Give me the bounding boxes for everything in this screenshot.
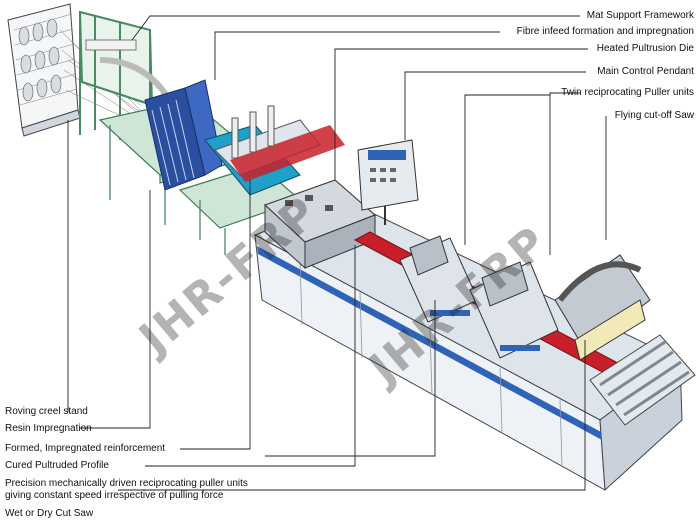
twin-puller-units: [399, 235, 559, 359]
roving-creel-stand: [7, 3, 141, 137]
label-heated-die: Heated Pultrusion Die: [596, 43, 694, 54]
label-twin-pullers: Twin reciprocating Puller units: [561, 87, 694, 98]
label-resin-impregnation: Resin Impregnation: [5, 423, 92, 434]
label-formed-reinforcement: Formed, Impregnated reinforcement: [5, 443, 166, 454]
label-flying-saw: Flying cut-off Saw: [614, 110, 694, 121]
label-fibre-infeed: Fibre infeed formation and impregnation: [516, 26, 694, 37]
fibre-infeed-unit: [204, 105, 345, 196]
label-cut-saw: Wet or Dry Cut Saw: [5, 508, 94, 519]
resin-impregnation-unit: [144, 79, 223, 191]
main-control-pendant: [357, 139, 419, 225]
leader-lines: [67, 15, 607, 491]
label-mat-support-framework: Mat Support Framework: [586, 10, 694, 21]
label-control-pendant: Main Control Pendant: [597, 66, 694, 77]
label-precision-pullers-2: giving constant speed irrespective of pu…: [5, 490, 224, 501]
heated-pultrusion-die: [264, 179, 376, 270]
flying-cutoff-saw: [554, 254, 651, 361]
label-precision-pullers: Precision mechanically driven reciprocat…: [5, 478, 248, 489]
exit-roller-table: [589, 334, 696, 426]
label-cured-profile: Cured Pultruded Profile: [5, 460, 109, 471]
label-roving-creel: Roving creel stand: [5, 406, 88, 417]
